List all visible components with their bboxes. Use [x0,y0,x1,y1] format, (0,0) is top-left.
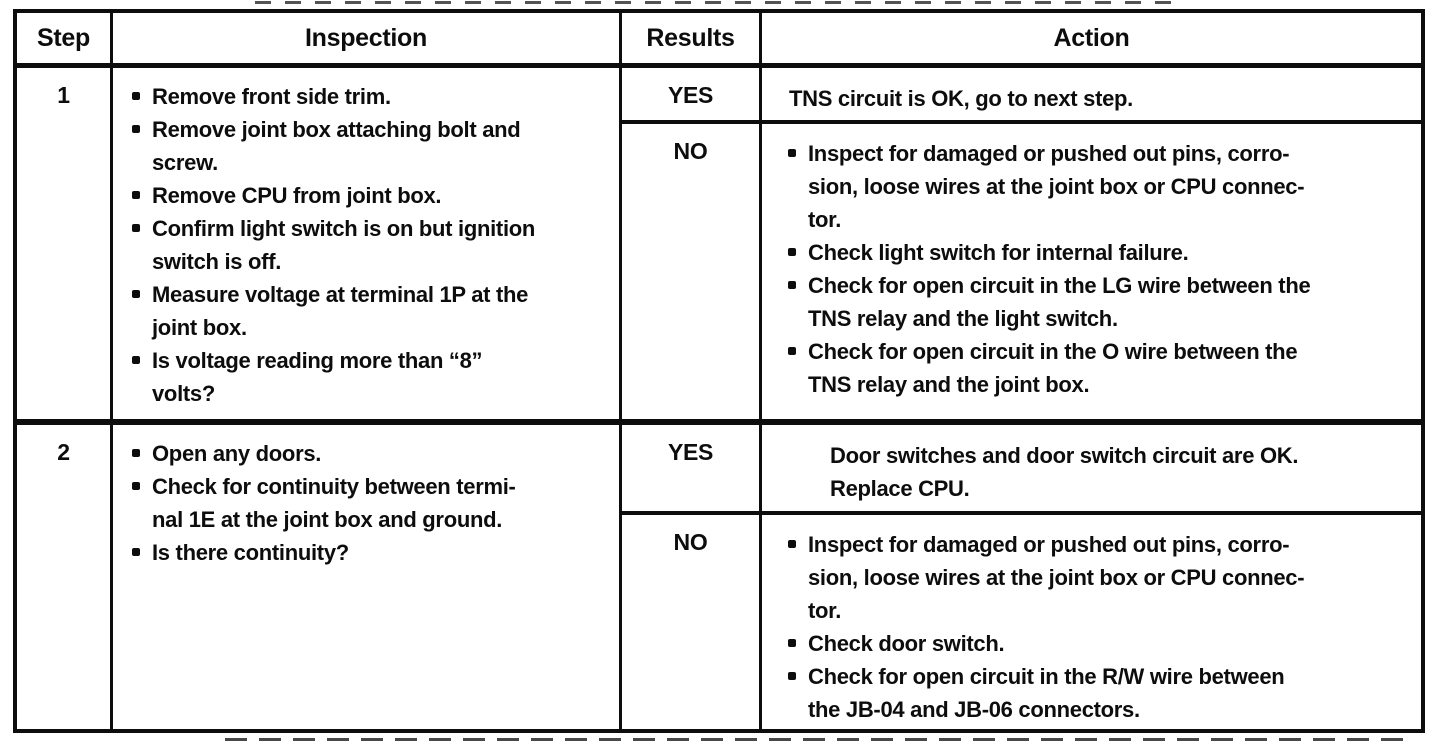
yes-outcome-row: YES Door switches and door switch circui… [622,425,1421,515]
text-line: nal 1E at the joint box and ground. [152,507,503,532]
header-step: Step [17,13,113,63]
no-outcome-row: NO Inspect for damaged or pushed out pin… [622,515,1421,729]
result-no-cell: NO [622,124,762,419]
text-line: Is voltage reading more than “8” [152,348,483,373]
text-line: Is there continuity? [152,540,349,565]
text-line: Replace CPU. [830,476,970,501]
table-row-step-1: 1 Remove front side trim. Remove joint b… [17,68,1421,419]
bullet-item: Measure voltage at terminal 1P at the jo… [130,278,613,344]
bullet-item: Remove front side trim. [130,80,613,113]
result-yes-cell: YES [622,425,762,511]
text-line: Door switches and door switch circuit ar… [830,443,1299,468]
yes-outcome-row: YES TNS circuit is OK, go to next step. [622,68,1421,124]
bullet-item: Check for open circuit in the LG wire be… [786,269,1413,335]
header-results: Results [622,13,762,63]
bullet-item: Inspect for damaged or pushed out pins, … [786,137,1413,236]
bullet-item: Is there continuity? [130,536,613,569]
text-line: Check for open circuit in the R/W wire b… [808,664,1285,689]
action-no-cell: Inspect for damaged or pushed out pins, … [762,124,1421,419]
no-outcome-row: NO Inspect for damaged or pushed out pin… [622,124,1421,419]
outcomes-group: YES Door switches and door switch circui… [622,425,1421,729]
header-action: Action [1053,23,1130,52]
text-line: joint box. [152,315,247,340]
text-line: sion, loose wires at the joint box or CP… [808,565,1305,590]
text-line: Check for continuity between termi- [152,474,516,499]
text-line: switch is off. [152,249,282,274]
table-header-row: Step Inspection Results Action [17,13,1421,68]
step-number-cell: 1 [17,68,113,419]
result-no-cell: NO [622,515,762,729]
step-number-cell: 2 [17,425,113,729]
inspection-cell: Open any doors. Check for continuity bet… [113,425,622,729]
bullet-item: Confirm light switch is on but ignition … [130,212,613,278]
text-line: Check light switch for internal failure. [808,240,1189,265]
result-yes-cell: YES [622,68,762,120]
bullet-item: Check for open circuit in the R/W wire b… [786,660,1413,726]
text-line: Confirm light switch is on but ignition [152,216,536,241]
scan-artifact-bottom [225,738,1415,741]
text-line: Remove CPU from joint box. [152,183,442,208]
action-no-cell: Inspect for damaged or pushed out pins, … [762,515,1421,729]
bullet-item: Check for continuity between termi- nal … [130,470,613,536]
bullet-item: Check light switch for internal failure. [786,236,1413,269]
text-line: Inspect for damaged or pushed out pins, … [808,532,1290,557]
header-inspection: Inspection [113,13,622,63]
text-line: Remove joint box attaching bolt and [152,117,521,142]
bullet-item: Check door switch. [786,627,1413,660]
text-line: Remove front side trim. [152,84,391,109]
bullet-item: Remove joint box attaching bolt and scre… [130,113,613,179]
text-line: sion, loose wires at the joint box or CP… [808,174,1305,199]
bullet-item: Open any doors. [130,437,613,470]
scan-artifact-top [255,1,1185,4]
bullet-item: Check for open circuit in the O wire bet… [786,335,1413,401]
text-line: TNS relay and the light switch. [808,306,1118,331]
text-line: tor. [808,598,842,623]
bullet-item: Inspect for damaged or pushed out pins, … [786,528,1413,627]
text-line: Check for open circuit in the LG wire be… [808,273,1311,298]
troubleshooting-table: Step Inspection Results Action 1 Remove … [13,9,1425,733]
inspection-cell: Remove front side trim. Remove joint box… [113,68,622,419]
action-yes-cell: Door switches and door switch circuit ar… [762,425,1421,511]
text-line: TNS relay and the joint box. [808,372,1090,397]
bullet-item: Remove CPU from joint box. [130,179,613,212]
text-line: the JB-04 and JB-06 connectors. [808,697,1140,722]
text-line: Inspect for damaged or pushed out pins, … [808,141,1290,166]
table-row-step-2: 2 Open any doors. Check for continuity b… [17,419,1421,729]
text-line: TNS circuit is OK, go to next step. [789,86,1133,111]
text-line: Check for open circuit in the O wire bet… [808,339,1298,364]
bullet-item: Is voltage reading more than “8” volts? [130,344,613,410]
text-line: screw. [152,150,218,175]
text-line: Measure voltage at terminal 1P at the [152,282,529,307]
text-line: Open any doors. [152,441,322,466]
text-line: Check door switch. [808,631,1005,656]
text-line: tor. [808,207,842,232]
outcomes-group: YES TNS circuit is OK, go to next step. … [622,68,1421,419]
action-yes-cell: TNS circuit is OK, go to next step. [762,68,1421,120]
text-line: volts? [152,381,215,406]
